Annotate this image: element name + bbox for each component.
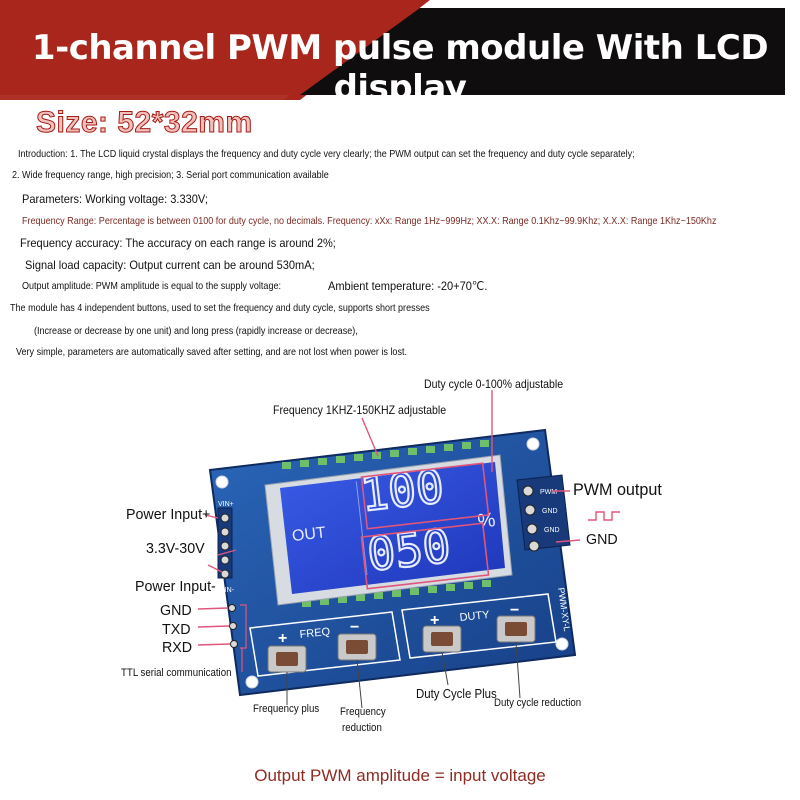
pin-vin-plus: VIN+ bbox=[218, 501, 234, 508]
pin-pwm: PWM bbox=[540, 489, 557, 496]
pin-gnd-2: GND bbox=[544, 527, 560, 534]
buttons-line-3: Very simple, parameters are automaticall… bbox=[16, 346, 407, 358]
pwm-board-drawing: OUT 100 050 % PWM GND GND bbox=[197, 390, 620, 709]
left-connector: VIN+ VIN- bbox=[217, 501, 238, 648]
frequency-accuracy-line: Frequency accuracy: The accuracy on each… bbox=[20, 236, 336, 250]
txd-label: TXD bbox=[162, 621, 191, 638]
pwm-waveform-icon bbox=[588, 511, 620, 521]
freq-plus-button bbox=[267, 645, 307, 673]
lcd-screen bbox=[280, 462, 505, 594]
duty-label: DUTY bbox=[459, 609, 491, 624]
gnd-left-label: GND bbox=[160, 602, 192, 619]
ambient-temperature-line: Ambient temperature: -20+70℃. bbox=[328, 279, 488, 293]
freq-plus-label: Frequency plus bbox=[253, 703, 320, 715]
parameters-line: Parameters: Working voltage: 3.330V; bbox=[22, 192, 208, 206]
freq-plus-sign: + bbox=[278, 630, 287, 647]
buttons-line-1: The module has 4 independent buttons, us… bbox=[10, 302, 430, 314]
right-connector: PWM GND GND bbox=[522, 485, 560, 552]
pwm-output-label: PWM output bbox=[573, 480, 662, 499]
frequency-range-label: Frequency 1KHZ-150KHZ adjustable bbox=[273, 403, 447, 417]
bottom-led-row bbox=[302, 580, 491, 607]
duty-plus-button bbox=[422, 625, 462, 653]
freq-reduction-label-line-1: Frequency bbox=[340, 706, 386, 718]
page-title: 1-channel PWM pulse module With LCD disp… bbox=[31, 28, 769, 100]
freq-label: FREQ bbox=[299, 626, 331, 641]
duty-minus-sign: − bbox=[510, 602, 519, 619]
power-input-minus-label: Power Input- bbox=[135, 578, 216, 595]
power-input-plus-label: Power Input+ bbox=[126, 506, 211, 523]
intro-line-2: 2. Wide frequency range, high precision;… bbox=[12, 169, 329, 181]
duty-minus-button bbox=[496, 615, 536, 643]
lcd-out-label: OUT bbox=[291, 524, 327, 545]
size-heading: Size: 52*32mm bbox=[36, 106, 253, 140]
output-amplitude-note: Output PWM amplitude = input voltage bbox=[254, 766, 546, 785]
gnd-right-label: GND bbox=[586, 531, 618, 548]
pin-gnd-1: GND bbox=[542, 508, 558, 515]
duty-plus-label: Duty Cycle Plus bbox=[416, 686, 497, 701]
duty-cycle-range-label: Duty cycle 0-100% adjustable bbox=[424, 377, 564, 391]
pin-vin-minus: VIN- bbox=[220, 587, 235, 594]
output-amplitude-line: Output amplitude: PWM amplitude is equal… bbox=[22, 280, 282, 292]
banner-background bbox=[0, 0, 800, 100]
lcd-percent-sign: % bbox=[476, 509, 496, 533]
freq-minus-button bbox=[337, 633, 377, 661]
duty-reduction-label: Duty cycle reduction bbox=[494, 697, 582, 709]
frequency-range-line: Frequency Range: Percentage is between 0… bbox=[22, 215, 717, 227]
freq-reduction-label-line-2: reduction bbox=[342, 722, 382, 734]
buttons-line-2: (Increase or decrease by one unit) and l… bbox=[34, 325, 358, 337]
freq-minus-sign: − bbox=[350, 619, 359, 636]
title-banner: 1-channel PWM pulse module With LCD disp… bbox=[0, 0, 800, 100]
voltage-label: 3.3V-30V bbox=[146, 540, 205, 557]
ttl-serial-label: TTL serial communication bbox=[121, 667, 232, 679]
intro-line-1: Introduction: 1. The LCD liquid crystal … bbox=[18, 148, 635, 160]
rxd-label: RXD bbox=[162, 639, 193, 656]
duty-plus-sign: + bbox=[430, 612, 439, 629]
pwm-module-illustration: OUT 100 050 % PWM GND GND bbox=[0, 360, 800, 760]
signal-load-line: Signal load capacity: Output current can… bbox=[25, 258, 315, 272]
top-led-row bbox=[282, 440, 489, 469]
